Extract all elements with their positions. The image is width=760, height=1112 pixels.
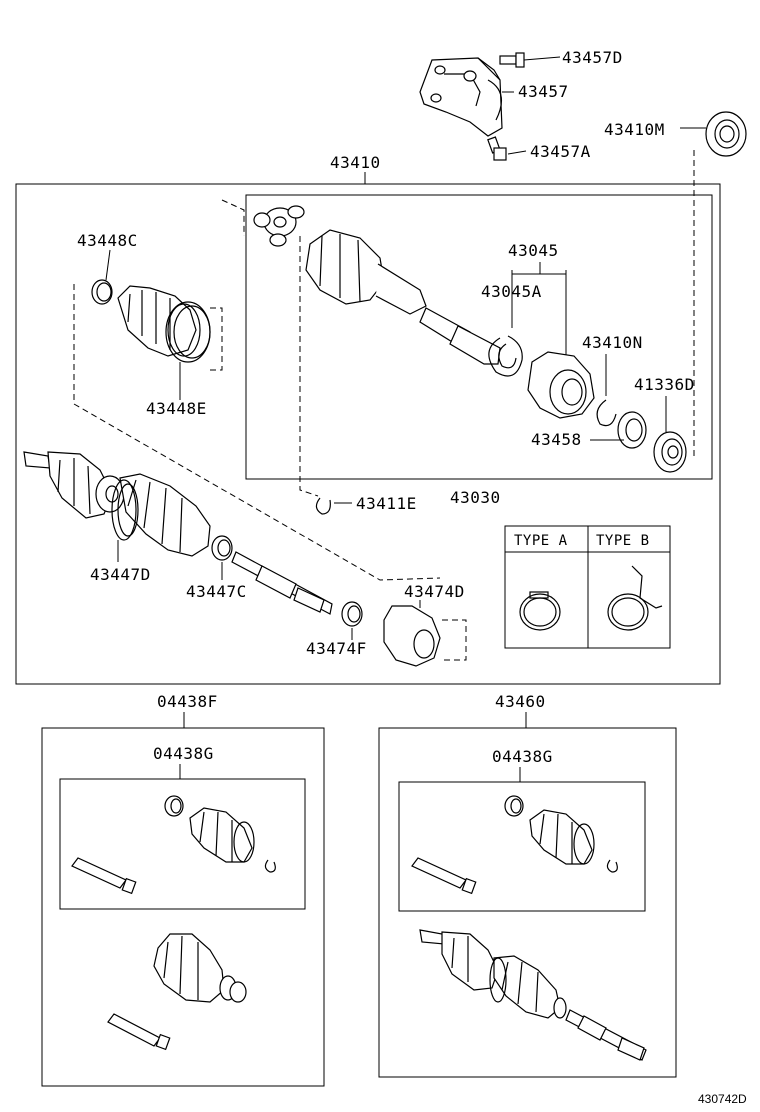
boot-clamp-43447d-illustration (111, 479, 139, 541)
label-43458: 43458 (531, 430, 582, 449)
label-type-b: TYPE B (596, 533, 650, 549)
label-43457a: 43457A (530, 142, 591, 161)
seal-41336d-illustration (653, 431, 687, 473)
label-43457d: 43457D (562, 48, 623, 67)
kit-right-drive-shaft-illustration (419, 929, 647, 1061)
snap-ring-43411e-illustration (315, 497, 331, 515)
dust-cover-43045-illustration (527, 351, 595, 419)
assembly-box-43410 (15, 183, 721, 685)
clamp-type-legend: TYPE A TYPE B (504, 525, 671, 649)
label-43448c: 43448C (77, 231, 138, 250)
label-43045a: 43045A (481, 282, 542, 301)
label-04438f: 04438F (157, 692, 218, 711)
axle-shaft-illustration (231, 551, 333, 615)
bearing-43458-illustration (617, 411, 647, 449)
label-43447c: 43447C (186, 582, 247, 601)
label-43411e: 43411E (356, 494, 417, 513)
snap-ring-43410n-illustration (596, 399, 617, 427)
boot-clamp-43474f-illustration (341, 601, 363, 627)
label-43474f: 43474F (306, 639, 367, 658)
clamp-type-b-illustration (607, 565, 663, 631)
label-43447d: 43447D (90, 565, 151, 584)
boot-43474d-illustration (383, 605, 441, 667)
outboard-cv-joint-illustration (23, 451, 125, 519)
label-43410: 43410 (330, 153, 381, 172)
label-43045: 43045 (508, 241, 559, 260)
label-43474d: 43474D (404, 582, 465, 601)
snap-ring-43045a-illustration (488, 335, 523, 377)
boot-clamp-43448c-illustration (91, 279, 113, 305)
kit-right-boot-set-illustration (411, 795, 618, 895)
kit-left-boot-set-illustration (71, 795, 276, 895)
assembly-box-43030 (245, 194, 713, 480)
label-43030: 43030 (450, 488, 501, 507)
label-43448e: 43448E (146, 399, 207, 418)
label-43457: 43457 (518, 82, 569, 101)
kit-box-04438g-right (398, 781, 646, 912)
label-43460: 43460 (495, 692, 546, 711)
bracket-bolt-bottom-illustration (487, 136, 507, 161)
clamp-type-a-illustration (519, 591, 561, 631)
label-04438g-left: 04438G (153, 744, 214, 763)
tripod-joint-illustration (253, 205, 305, 247)
diagram-code: 430742D (698, 1092, 747, 1106)
kit-box-04438g-left (59, 778, 306, 910)
label-04438g-right: 04438G (492, 747, 553, 766)
kit-box-43460 (378, 727, 677, 1078)
label-41336d: 41336D (634, 375, 695, 394)
label-43410m: 43410M (604, 120, 665, 139)
label-type-a: TYPE A (514, 533, 568, 549)
bearing-bracket-illustration (419, 57, 503, 137)
inboard-joint-housing-illustration (305, 229, 427, 315)
boot-43448-illustration (117, 285, 201, 357)
boot-clamp-43447c-illustration (211, 535, 233, 561)
kit-box-04438f (41, 727, 325, 1087)
intermediate-shaft-illustration (419, 307, 501, 365)
boot-43447-illustration (119, 473, 211, 557)
kit-left-joint-illustration (107, 933, 247, 1051)
bracket-bolt-top-illustration (499, 52, 525, 68)
label-43410n: 43410N (582, 333, 643, 352)
shaft-seal-43410m-illustration (705, 111, 747, 157)
boot-clamp-43448e-illustration (165, 301, 211, 363)
